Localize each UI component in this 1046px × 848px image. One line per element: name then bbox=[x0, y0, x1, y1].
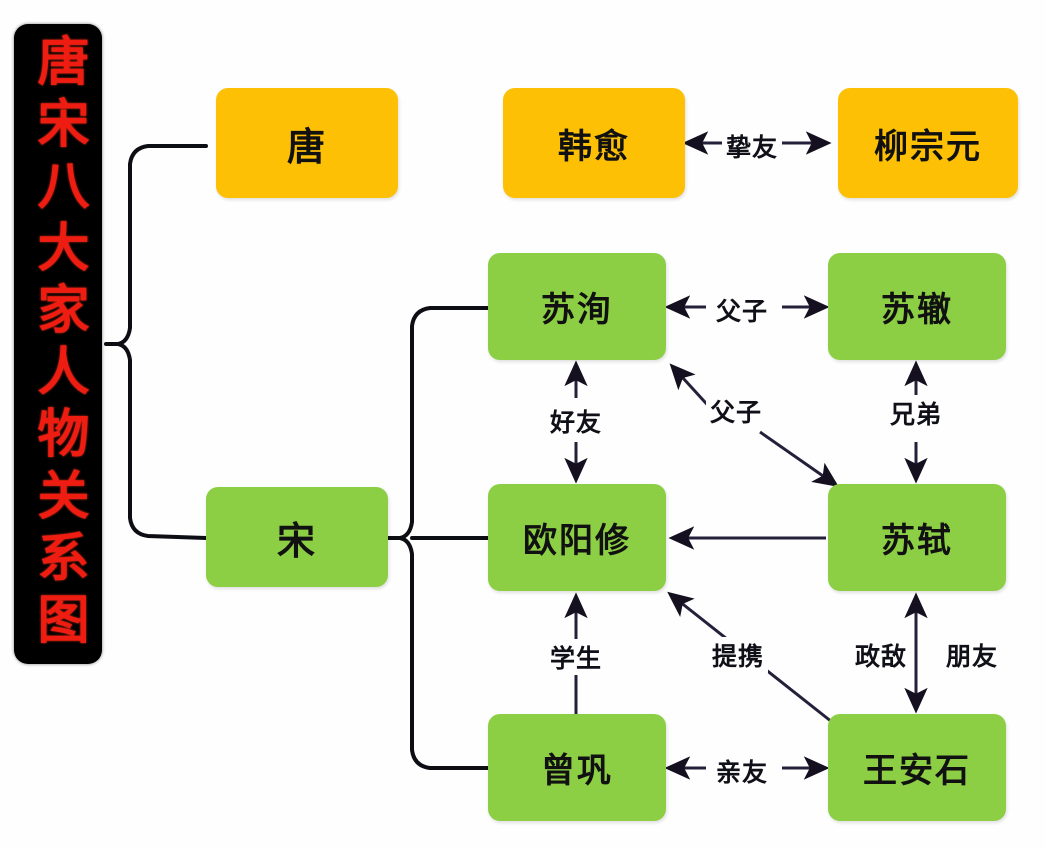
edge-label-pengyou: 朋友 bbox=[942, 637, 1003, 673]
edge-label-tixie: 提携 bbox=[708, 637, 769, 673]
edge-label-haoyou: 好友 bbox=[546, 403, 607, 439]
edge-label-fuzi-suxun-sushi: 父子 bbox=[706, 393, 767, 429]
node-liuzongyuan[interactable]: 柳宗元 bbox=[838, 88, 1018, 198]
bracket-era bbox=[104, 144, 208, 540]
node-sushi[interactable]: 苏轼 bbox=[828, 484, 1006, 591]
node-tang-era[interactable]: 唐 bbox=[216, 88, 398, 198]
node-suxun[interactable]: 苏洵 bbox=[488, 253, 666, 360]
node-song-era[interactable]: 宋 bbox=[206, 487, 388, 587]
title-banner: 唐宋八大家人物关系图 bbox=[14, 24, 102, 664]
edge-label-fuzi-suxun-suzhe: 父子 bbox=[712, 292, 773, 328]
edge-label-zhiyou: 挚友 bbox=[722, 128, 783, 164]
page-title: 唐宋八大家人物关系图 bbox=[28, 34, 88, 654]
node-suzhe[interactable]: 苏辙 bbox=[828, 253, 1006, 360]
node-zenggong[interactable]: 曾巩 bbox=[488, 714, 666, 821]
node-wanganshi[interactable]: 王安石 bbox=[828, 714, 1006, 821]
node-hanyu[interactable]: 韩愈 bbox=[503, 88, 685, 198]
edge-label-zhengdi: 政敌 bbox=[851, 637, 912, 673]
edge-label-qinyou: 亲友 bbox=[712, 753, 773, 789]
bracket-song-children bbox=[386, 306, 490, 770]
node-ouyangxiu[interactable]: 欧阳修 bbox=[488, 484, 666, 591]
edge-label-xiongdi: 兄弟 bbox=[886, 395, 947, 431]
edge-label-xuesheng: 学生 bbox=[546, 639, 607, 675]
